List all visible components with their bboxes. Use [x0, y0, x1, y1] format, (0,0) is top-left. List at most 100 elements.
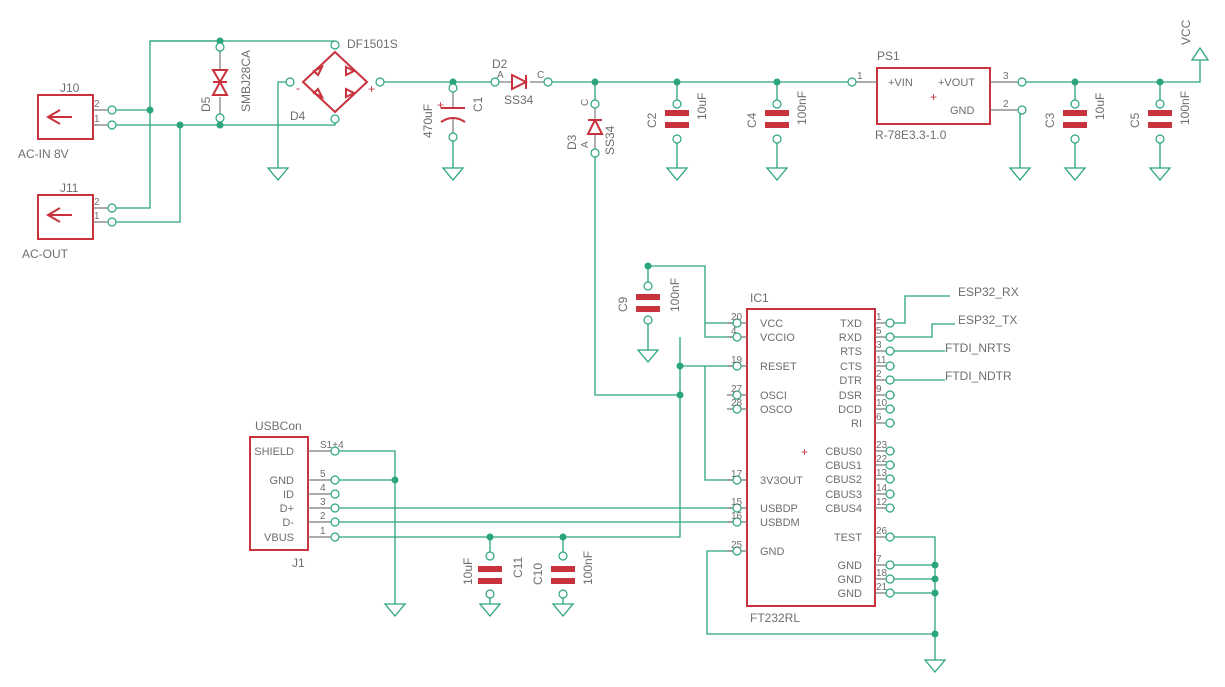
connector-j11[interactable]: 2 1 J11 AC-OUT — [22, 181, 117, 261]
d5-ref: D5 — [199, 96, 213, 112]
capacitor-c2[interactable]: C2 10uF — [645, 93, 709, 144]
ic-pad — [885, 346, 895, 356]
usb-pin-number: 4 — [320, 483, 326, 494]
schottky-diode-d2[interactable]: A C D2 SS34 — [490, 57, 553, 107]
ic-pin-number: 21 — [876, 582, 888, 593]
net-label-esp32-rx: ESP32_RX — [958, 285, 1019, 299]
c2-value: 10uF — [695, 93, 709, 120]
net-label-ftdi-nrts: FTDI_NRTS — [945, 341, 1011, 355]
c4-value: 100nF — [795, 91, 809, 125]
c4-ref: C4 — [745, 112, 759, 128]
ic-pin-number: 2 — [876, 369, 882, 380]
j10-pin-2: 2 — [94, 99, 100, 110]
d4-ref: D4 — [290, 109, 306, 123]
c10-ref: C10 — [531, 563, 545, 585]
capacitor-c4[interactable]: C4 100nF — [745, 91, 809, 144]
c1-polarity: + — [437, 98, 444, 112]
ic-pin-number: 15 — [731, 497, 743, 508]
usb-pin-number: 1 — [320, 526, 326, 537]
ic-pad — [732, 404, 742, 414]
d2-anode: A — [497, 70, 504, 81]
d4-value: DF1501S — [347, 37, 398, 51]
capacitor-c3[interactable]: C3 10uF — [1043, 93, 1107, 144]
ic-pad — [732, 517, 742, 527]
ic-pin-number: 7 — [876, 554, 882, 565]
usb-pin-name: VBUS — [264, 532, 294, 544]
ps1-pin-vin: +VIN — [888, 77, 913, 89]
ground-symbol — [765, 167, 789, 182]
d5-value: SMBJ28CA — [239, 50, 253, 112]
ic-pin-name: 3V3OUT — [760, 475, 803, 487]
d3-anode: A — [580, 141, 591, 148]
j1-value: USBCon — [255, 419, 302, 433]
ic-pin-name: USBDM — [760, 517, 800, 529]
usb-pin-number: 3 — [320, 497, 326, 508]
ic-pin-number: 1 — [876, 312, 882, 323]
ic-pad — [732, 318, 742, 328]
capacitor-c10[interactable]: C10 100nF — [531, 551, 595, 599]
ic-ft232rl[interactable]: 20VCC4VCCIO19RESET27OSCI28OSCO173V3OUT15… — [727, 291, 895, 625]
ic-pin-number: 25 — [731, 540, 743, 551]
d2-cathode: C — [537, 70, 544, 81]
ic-pin-number: 18 — [876, 568, 888, 579]
ic-pin-name: DCD — [838, 404, 862, 416]
capacitor-c1[interactable]: + 470uF C1 — [421, 83, 485, 142]
usb-pin-number: 2 — [320, 511, 326, 522]
ground-symbol — [1008, 167, 1032, 182]
regulator-ps1[interactable]: +VIN +VOUT GND 1 3 2 + PS1 R-78E3.3-1.0 — [847, 49, 1027, 142]
tvs-diode-d5[interactable]: D5 SMBJ28CA — [199, 42, 253, 123]
ic-pin-name: DTR — [839, 375, 862, 387]
vcc-supply: VCC — [1179, 19, 1210, 61]
capacitor-c11[interactable]: 10uF C11 — [461, 551, 525, 599]
connector-j10[interactable]: 2 1 J10 AC-IN 8V — [18, 81, 117, 161]
ic-pin-number: 3 — [876, 340, 882, 351]
ic-pin-number: 9 — [876, 384, 882, 395]
ps1-pin-vout: +VOUT — [938, 77, 975, 89]
ic-pad — [732, 332, 742, 342]
ground-symbol — [266, 167, 290, 182]
d3-ref: D3 — [565, 134, 579, 150]
c1-ref: C1 — [471, 96, 485, 112]
ic-pad — [732, 546, 742, 556]
ic-pin-name: CBUS1 — [825, 460, 862, 472]
usb-pad — [330, 475, 340, 485]
d3-value: SS34 — [603, 125, 617, 155]
j11-pin-1: 1 — [94, 211, 100, 222]
bridge-rectifier-d4[interactable]: - + DF1501S D4 — [285, 37, 398, 124]
ic-pin-number: 19 — [731, 355, 743, 366]
ground-symbol — [551, 603, 575, 618]
ps1-pin-gnd: GND — [950, 105, 975, 117]
ic-pin-name: CBUS4 — [825, 503, 862, 515]
ps1-origin: + — [930, 90, 937, 104]
ic-pin-number: 4 — [731, 326, 737, 337]
ic-pin-name: CTS — [840, 361, 862, 373]
ic-pin-number: 17 — [731, 469, 743, 480]
j10-ref: J10 — [60, 81, 80, 95]
ic-pin-name: RESET — [760, 361, 797, 373]
bridge-minus: - — [296, 81, 300, 95]
c11-ref: C11 — [511, 557, 525, 578]
j10-value: AC-IN 8V — [18, 147, 69, 161]
ic-pin-name: VCCIO — [760, 332, 795, 344]
ic-pad — [885, 489, 895, 499]
bridge-plus: + — [368, 82, 375, 96]
capacitor-c9[interactable]: C9 100nF — [616, 278, 682, 325]
ic-pin-number: 14 — [876, 483, 888, 494]
capacitor-c5[interactable]: C5 100nF — [1128, 91, 1192, 144]
ic1-value: FT232RL — [750, 611, 800, 625]
usb-pin-name: ID — [283, 489, 294, 501]
ground-symbol — [441, 167, 465, 182]
c3-ref: C3 — [1043, 112, 1057, 128]
j10-pin-1: 1 — [94, 114, 100, 125]
ic-pad — [885, 503, 895, 513]
ic-pad — [885, 560, 895, 570]
ic-pin-name: CBUS2 — [825, 474, 862, 486]
schottky-diode-d3[interactable]: C A D3 SS34 — [565, 99, 617, 158]
ic-pad — [732, 503, 742, 513]
ic-pin-name: TXD — [840, 318, 862, 330]
ic-pin-number: 6 — [876, 412, 882, 423]
junctions — [146, 37, 1164, 638]
ic-pin-number: 27 — [731, 384, 743, 395]
